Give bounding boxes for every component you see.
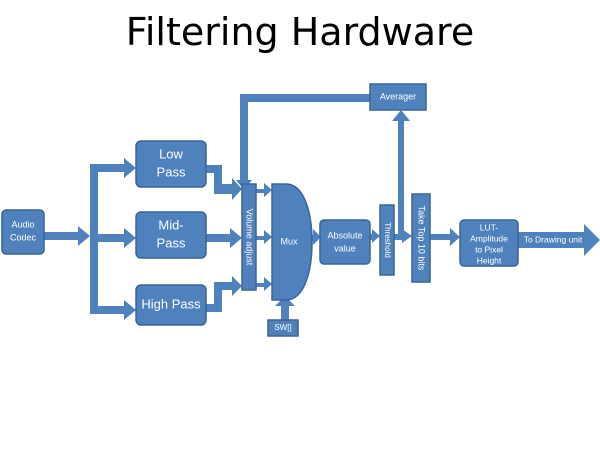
lut-label-4: Height — [477, 255, 502, 265]
output-arrow — [518, 224, 600, 256]
volume-adjust-label: Volume adjust — [245, 209, 255, 266]
low-pass-label-2: Pass — [157, 164, 186, 179]
absolute-value-block: Absolute value — [319, 219, 371, 265]
mid-pass-label-2: Pass — [157, 235, 186, 250]
arrow-mid-to-volume — [206, 228, 242, 248]
threshold-block: Threshold — [379, 204, 395, 276]
arrow-feedback-down — [236, 94, 252, 190]
high-pass-block: High Pass — [135, 284, 207, 326]
averager-label: Averager — [380, 91, 416, 101]
feedback-top — [240, 94, 372, 102]
mid-pass-label-1: Mid- — [158, 217, 183, 232]
low-pass-label-1: Low — [159, 146, 183, 161]
arrow-volume-to-mux-3 — [256, 277, 272, 291]
lut-label-3: to Pixel — [475, 244, 503, 254]
audio-codec-label-1: Audio — [11, 219, 34, 229]
arrow-codec-to-split — [44, 226, 90, 246]
split-bar — [90, 164, 98, 314]
take-top-block: Take Top 10 bits — [411, 193, 431, 283]
arrow-volume-to-mux-2 — [256, 230, 272, 244]
absolute-value-label-1: Absolute — [327, 230, 362, 240]
threshold-label: Threshold — [383, 222, 392, 258]
arrow-mux-to-abs — [312, 229, 321, 245]
averager-block: Averager — [369, 83, 427, 111]
low-pass-block: Low Pass — [135, 140, 207, 188]
absolute-value-label-2: value — [334, 243, 356, 253]
arrow-high-to-volume — [206, 276, 242, 312]
lut-label-1: LUT- — [480, 222, 499, 232]
arrow-split-to-mid — [98, 228, 136, 248]
arrow-abs-to-threshold — [370, 229, 380, 243]
lut-block: LUT- Amplitude to Pixel Height — [459, 219, 519, 267]
arrow-split-to-low — [98, 158, 136, 178]
mux-label: Mux — [280, 236, 298, 246]
high-pass-label: High Pass — [141, 296, 201, 311]
sw-label: SW[] — [274, 323, 291, 332]
page-title: Filtering Hardware — [125, 10, 475, 54]
audio-codec-label-2: Codec — [10, 232, 37, 242]
arrow-low-to-volume — [206, 165, 242, 200]
arrow-to-averager — [392, 110, 410, 236]
connectors — [44, 94, 600, 320]
arrow-sw-to-mux — [275, 296, 295, 320]
output-label: To Drawing unit — [524, 234, 583, 244]
arrow-split-to-high — [98, 300, 136, 320]
sw-block: SW[] — [267, 319, 299, 337]
mid-pass-block: Mid- Pass — [135, 211, 207, 259]
lut-label-2: Amplitude — [470, 233, 508, 243]
audio-codec-block: Audio Codec — [1, 209, 45, 255]
volume-adjust-block: Volume adjust — [241, 183, 257, 291]
mux-block: Mux — [271, 183, 313, 301]
take-top-label: Take Top 10 bits — [417, 206, 427, 271]
arrow-volume-to-mux-1 — [256, 183, 272, 197]
arrow-take-to-lut — [430, 228, 460, 246]
